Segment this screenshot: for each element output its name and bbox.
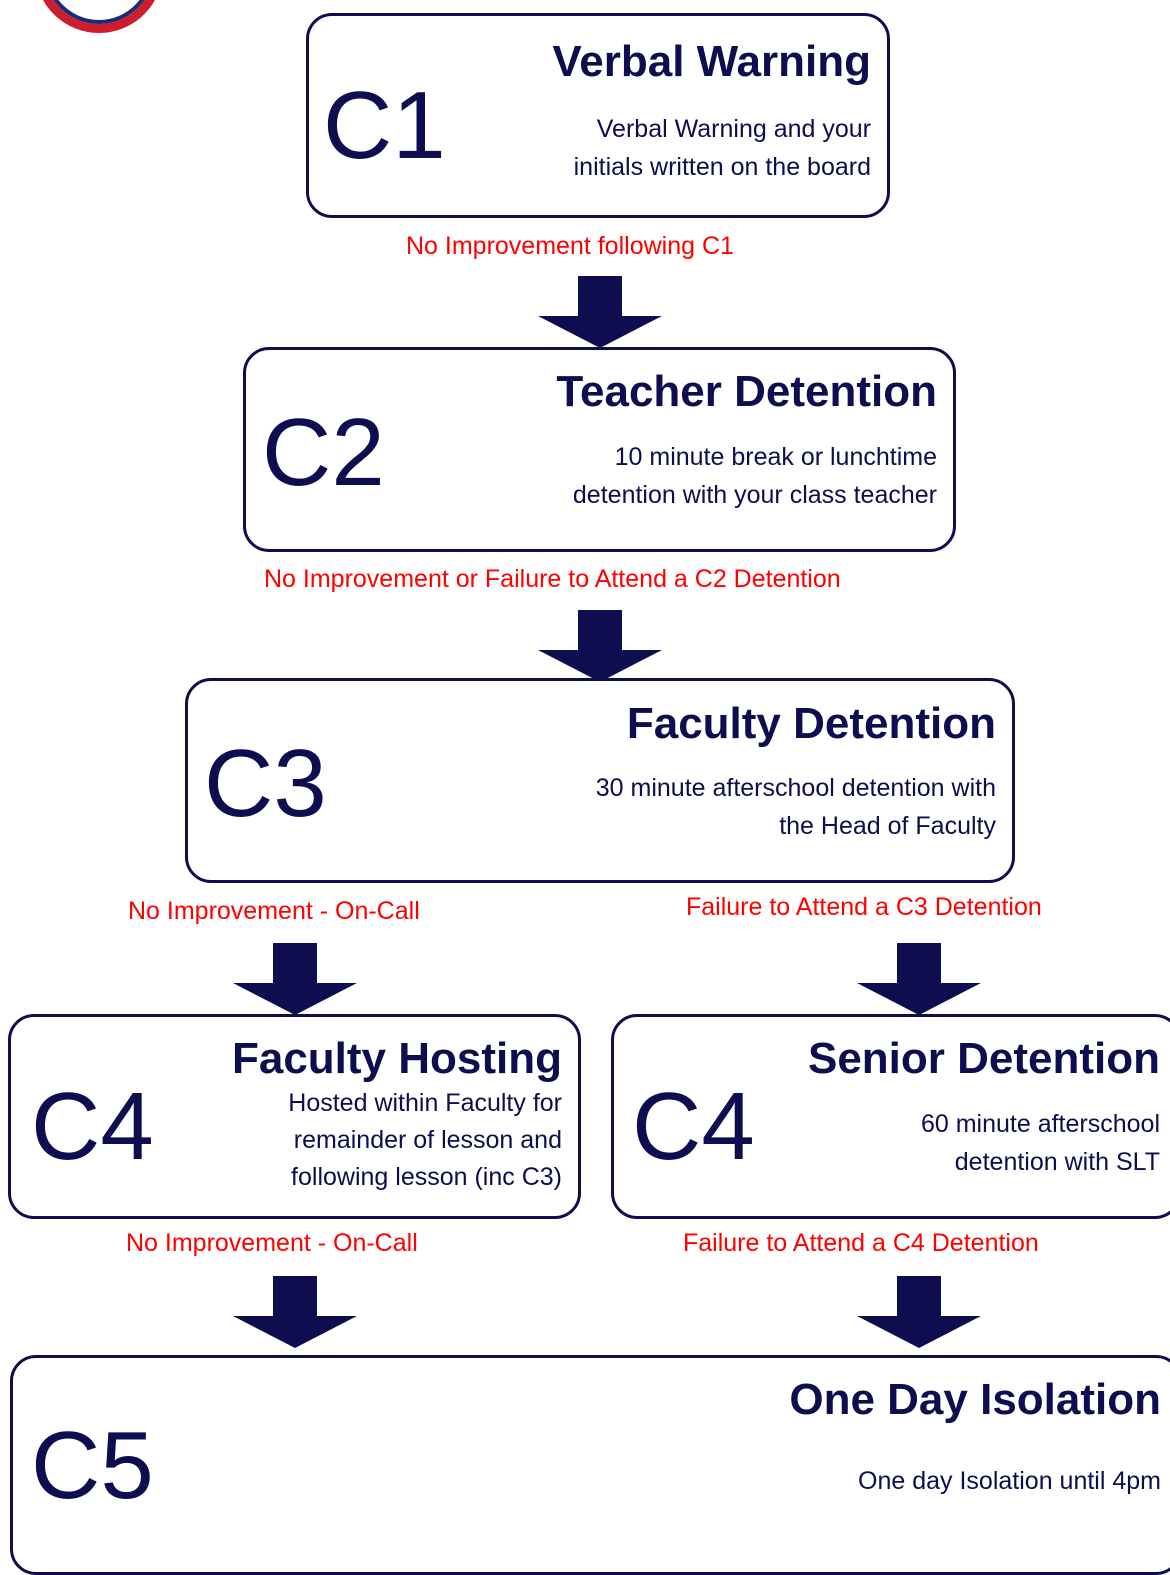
stage-title: Verbal Warning [552, 37, 871, 86]
description-line: detention with SLT [954, 1148, 1160, 1176]
stage-code: C4 [31, 1073, 154, 1180]
stage-code: C4 [632, 1073, 755, 1180]
description-line: detention with your class teacher [572, 481, 937, 509]
down-arrow-icon [857, 1276, 981, 1348]
condition-label: Failure to Attend a C4 Detention [683, 1229, 1039, 1257]
description-line: 60 minute afterschool [920, 1110, 1160, 1138]
stage-code: C5 [31, 1412, 154, 1519]
stage-title: Teacher Detention [556, 367, 937, 416]
description-line: 30 minute afterschool detention with [595, 774, 996, 802]
stage-title: Senior Detention [807, 1034, 1160, 1083]
stage-c4-senior-box: C4 Senior Detention 60 minute afterschoo… [611, 1014, 1170, 1219]
down-arrow-icon [233, 1276, 357, 1348]
stage-title: One Day Isolation [789, 1375, 1161, 1424]
stage-title: Faculty Hosting [231, 1034, 562, 1083]
down-arrow-icon [538, 610, 662, 682]
description-line: 10 minute break or lunchtime [614, 443, 937, 471]
condition-label: No Improvement or Failure to Attend a C2… [264, 565, 841, 593]
stage-title: Faculty Detention [626, 699, 996, 748]
description-line: remainder of lesson and [293, 1126, 562, 1154]
stage-c4-hosting-box: C4 Faculty Hosting Hosted within Faculty… [8, 1014, 581, 1219]
stage-description: 60 minute afterschool detention with SLT [921, 1105, 1160, 1181]
stage-c2-box: C2 Teacher Detention 10 minute break or … [243, 347, 956, 552]
description-line: One day Isolation until 4pm [858, 1467, 1161, 1495]
stage-description: Hosted within Faculty for remainder of l… [288, 1085, 562, 1196]
stage-code: C2 [262, 399, 385, 506]
stage-description: 30 minute afterschool detention with the… [596, 769, 996, 845]
condition-label: No Improvement following C1 [406, 232, 734, 260]
school-logo [35, 0, 163, 33]
condition-label: No Improvement - On-Call [126, 1229, 418, 1257]
stage-c1-box: C1 Verbal Warning Verbal Warning and you… [306, 13, 890, 218]
down-arrow-icon [857, 943, 981, 1015]
stage-description: 10 minute break or lunchtime detention w… [573, 438, 937, 514]
down-arrow-icon [233, 943, 357, 1015]
stage-c5-box: C5 One Day Isolation One day Isolation u… [10, 1355, 1170, 1575]
description-line: initials written on the board [573, 153, 871, 181]
stage-code: C3 [204, 730, 327, 837]
down-arrow-icon [538, 276, 662, 348]
stage-c3-box: C3 Faculty Detention 30 minute afterscho… [185, 678, 1015, 883]
stage-description: One day Isolation until 4pm [858, 1462, 1161, 1500]
condition-label: No Improvement - On-Call [128, 897, 420, 925]
description-line: following lesson (inc C3) [291, 1163, 562, 1191]
description-line: Hosted within Faculty for [288, 1089, 562, 1117]
condition-label: Failure to Attend a C3 Detention [686, 893, 1042, 921]
stage-description: Verbal Warning and your initials written… [574, 110, 871, 186]
description-line: the Head of Faculty [779, 812, 996, 840]
stage-code: C1 [323, 72, 446, 179]
description-line: Verbal Warning and your [596, 115, 871, 143]
